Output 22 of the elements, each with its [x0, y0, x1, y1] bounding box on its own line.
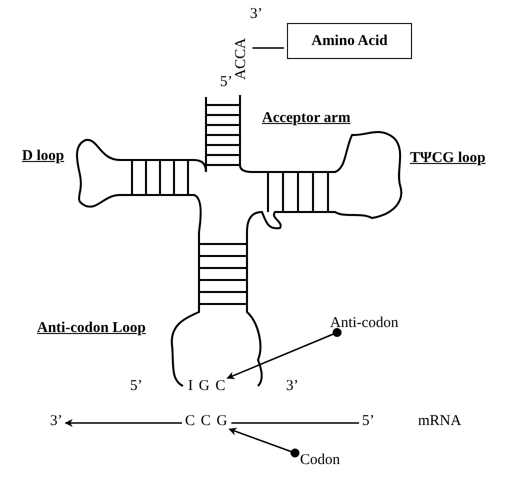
- label-box: Amino Acid: [287, 23, 412, 59]
- strand-end-label: 5’: [362, 413, 374, 430]
- strand-end-label: 3’: [50, 413, 62, 430]
- connector-line: [231, 422, 359, 424]
- strand-end-label: 5’: [130, 378, 142, 394]
- connector-line: [252, 47, 284, 49]
- callout-text: Anti-codon: [330, 315, 398, 332]
- strand-end-label: 5’: [220, 74, 232, 90]
- strand-end-label: 3’: [286, 378, 298, 394]
- molecule-label: mRNA: [418, 413, 462, 430]
- arm-label: Acceptor arm: [262, 110, 350, 126]
- strand-end-label: 3’: [250, 6, 262, 22]
- anticodon-sequence: I G C: [188, 378, 226, 394]
- loop-label: Anti-codon Loop: [37, 320, 146, 336]
- arrow: [64, 419, 182, 427]
- loop-label: TΨCG loop: [410, 150, 486, 166]
- codon-sequence: C C G: [185, 413, 228, 430]
- leader-arrow: [226, 328, 342, 380]
- leader-arrow: [228, 428, 300, 458]
- callout-text: Codon: [300, 452, 340, 468]
- loop-label: D loop: [22, 148, 64, 164]
- sequence-text: ACCA: [233, 38, 250, 80]
